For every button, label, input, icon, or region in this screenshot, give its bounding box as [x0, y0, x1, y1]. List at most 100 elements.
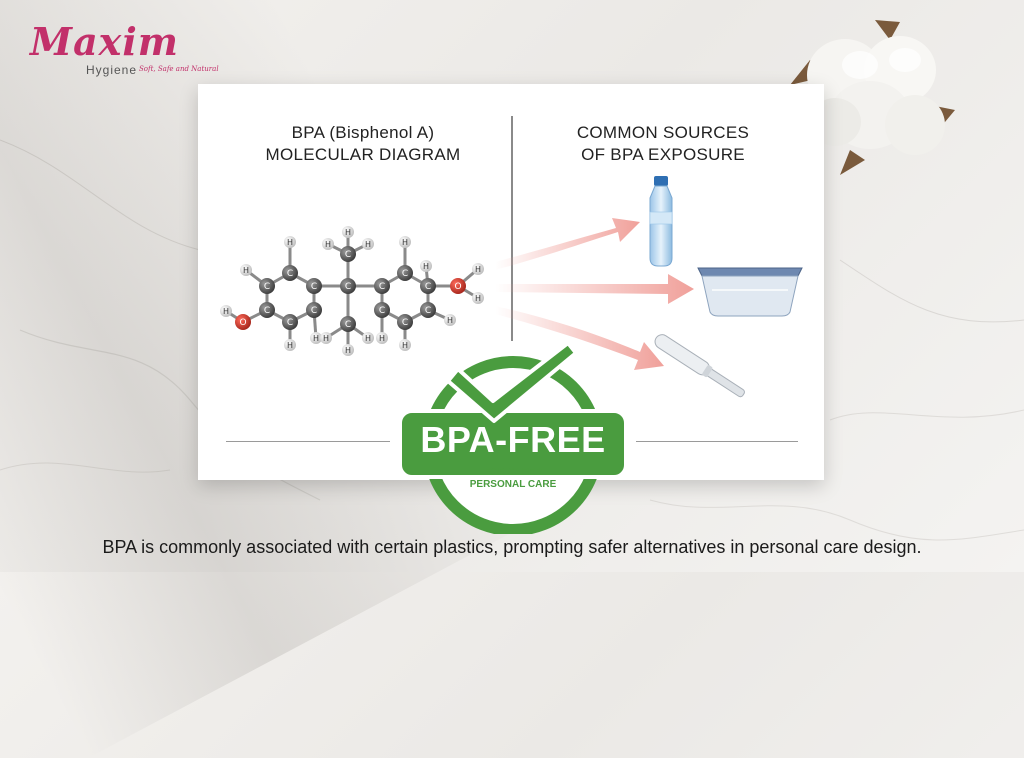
plastic-container-icon: [697, 267, 803, 317]
svg-text:H: H: [325, 240, 331, 249]
hydrogen-atom: H: [376, 332, 388, 344]
svg-text:H: H: [365, 334, 371, 343]
center-divider: [511, 116, 513, 341]
svg-text:H: H: [345, 346, 351, 355]
badge-title: BPA-FREE: [420, 419, 606, 460]
hydrogen-atom: H: [472, 292, 484, 304]
svg-text:H: H: [323, 334, 329, 343]
svg-text:O: O: [454, 282, 461, 292]
molecule-heading-line1: BPA (Bisphenol A): [291, 123, 435, 142]
svg-text:H: H: [447, 316, 453, 325]
svg-text:C: C: [345, 250, 351, 260]
arrow-to-container: [495, 274, 694, 304]
svg-text:H: H: [475, 265, 481, 274]
sources-heading-line2: OF BPA EXPOSURE: [581, 145, 745, 164]
carbon-atom: C: [282, 265, 298, 281]
bpa-free-badge: BPA-FREE FOR SAFER PERSONAL CARE: [398, 339, 628, 534]
hydrogen-atom: H: [362, 332, 374, 344]
sources-heading: COMMON SOURCES OF BPA EXPOSURE: [528, 122, 798, 166]
hydrogen-atom: H: [322, 238, 334, 250]
hydrogen-atom: H: [284, 236, 296, 248]
badge-subtitle-line1: FOR SAFER: [484, 467, 542, 478]
svg-text:O: O: [239, 318, 246, 328]
carbon-atom: C: [420, 278, 436, 294]
carbon-atom: C: [340, 246, 356, 262]
svg-text:C: C: [379, 306, 385, 316]
brand-sub: Hygiene: [86, 63, 138, 77]
arrow-to-bottle: [495, 218, 640, 270]
carbon-atoms: C C C C C C C C C C C C C C C: [259, 246, 436, 332]
hydrogen-atom: H: [220, 305, 232, 317]
svg-text:C: C: [345, 282, 351, 292]
hydrogen-atom: H: [362, 238, 374, 250]
carbon-atom: C: [397, 265, 413, 281]
hydrogen-atom: H: [320, 332, 332, 344]
svg-text:C: C: [425, 306, 431, 316]
brand-logo: Maxim Hygiene Soft, Safe and Natural: [30, 19, 219, 86]
badge-subtitle: FOR SAFER PERSONAL CARE: [398, 467, 628, 491]
carbon-atom: C: [282, 314, 298, 330]
molecule-heading-line2: MOLECULAR DIAGRAM: [265, 145, 461, 164]
carbon-atom: C: [397, 314, 413, 330]
svg-text:H: H: [475, 294, 481, 303]
hydrogen-atom: H: [310, 332, 322, 344]
svg-text:H: H: [365, 240, 371, 249]
svg-text:C: C: [425, 282, 431, 292]
hydrogen-atom: H: [284, 339, 296, 351]
carbon-atom: C: [340, 316, 356, 332]
svg-text:C: C: [287, 269, 293, 279]
svg-text:C: C: [345, 320, 351, 330]
svg-text:C: C: [311, 306, 317, 316]
brand-tagline: Soft, Safe and Natural: [139, 65, 219, 73]
exposure-arrows: [495, 218, 694, 370]
svg-text:C: C: [379, 282, 385, 292]
svg-text:H: H: [287, 238, 293, 247]
carbon-atom: C: [259, 278, 275, 294]
cotton-boll-image: [790, 20, 955, 175]
checkmark-icon: [446, 341, 578, 423]
hydrogen-atom: H: [342, 344, 354, 356]
hydrogen-atom: H: [399, 236, 411, 248]
hydrogen-atom: H: [444, 314, 456, 326]
carbon-atom: C: [306, 302, 322, 318]
svg-text:H: H: [287, 341, 293, 350]
molecule-heading: BPA (Bisphenol A) MOLECULAR DIAGRAM: [228, 122, 498, 166]
badge-graphic: [398, 341, 628, 534]
svg-text:H: H: [402, 238, 408, 247]
hydrogen-atom: H: [472, 263, 484, 275]
oxygen-atom: O: [450, 278, 466, 294]
carbon-atom: C: [420, 302, 436, 318]
oxygen-atoms: O O: [235, 278, 466, 330]
svg-text:C: C: [402, 318, 408, 328]
hydrogen-atom: H: [240, 264, 252, 276]
svg-text:H: H: [345, 228, 351, 237]
svg-text:C: C: [264, 306, 270, 316]
water-bottle-icon: [649, 176, 673, 267]
arrow-to-applicator: [495, 306, 664, 370]
carbon-atom: C: [374, 302, 390, 318]
carbon-atom: C: [340, 278, 356, 294]
hydrogen-atom: H: [420, 260, 432, 272]
svg-text:H: H: [313, 334, 319, 343]
badge-subtitle-line2: PERSONAL CARE: [469, 479, 557, 490]
svg-text:C: C: [402, 269, 408, 279]
hydrogen-atoms: H H H H H H H H H H H H H H H H H H: [220, 226, 484, 356]
sources-heading-line1: COMMON SOURCES: [576, 123, 750, 142]
brand-name: Maxim: [30, 19, 179, 64]
oxygen-atom: O: [235, 314, 251, 330]
caption-text: BPA is commonly associated with certain …: [102, 537, 922, 557]
bpa-diagram: C C C C C C C C C C C C C C C O O H H H …: [220, 176, 803, 398]
card-rule-left: [226, 441, 390, 442]
svg-text:H: H: [423, 262, 429, 271]
svg-text:H: H: [223, 307, 229, 316]
svg-text:H: H: [243, 266, 249, 275]
svg-text:C: C: [311, 282, 317, 292]
carbon-atom: C: [306, 278, 322, 294]
hydrogen-atom: H: [399, 339, 411, 351]
applicator-icon: [654, 334, 745, 398]
card-rule-right: [636, 441, 798, 442]
svg-text:C: C: [264, 282, 270, 292]
carbon-atom: C: [259, 302, 275, 318]
svg-text:C: C: [287, 318, 293, 328]
svg-text:H: H: [402, 341, 408, 350]
